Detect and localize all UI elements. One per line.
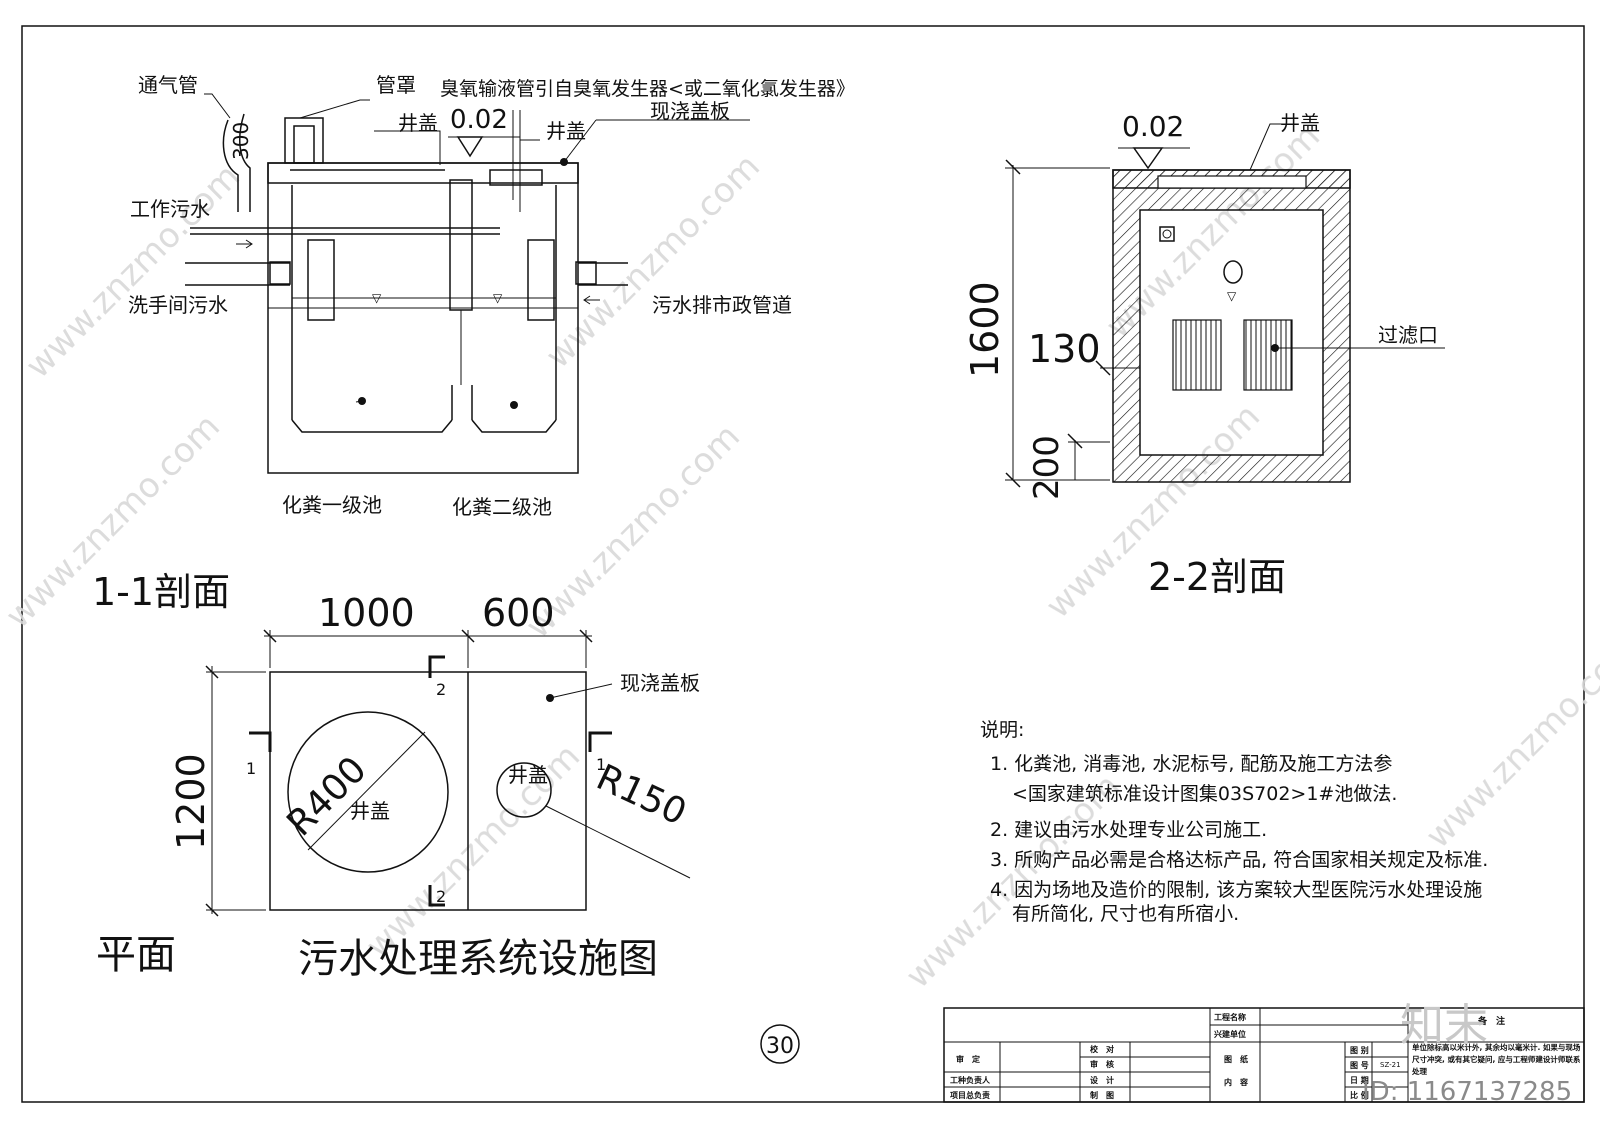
section2-dim-130: 130 [1028,327,1101,371]
label-well-cover-2: 井盖 [546,119,586,143]
plan-cast-cover: 现浇盖板 [620,671,700,695]
tb-client: 兴建单位 [1214,1029,1246,1039]
watermark-site: www.znzmo.com [538,146,768,376]
notes-heading: 说明: [980,719,1024,741]
label-well-cover-1: 井盖 [398,111,438,135]
label-pipe-cover: 管罩 [376,73,416,97]
plan-well-cover-big: 井盖 [350,799,390,823]
watermark-site: www.znzmo.com [358,736,588,966]
section-2-2-title: 2-2剖面 [1148,555,1286,599]
tb-scale: 比 例 [1350,1090,1369,1100]
notes-block: 说明: 1. 化粪池, 消毒池, 水泥标号, 配筋及施工方法参 <国家建筑标准设… [980,719,1488,925]
tb-sheet-num: 图 号 [1350,1061,1369,1070]
brand-id: ID: 1167137285 [1362,1077,1572,1107]
section2-well-cover: 井盖 [1280,111,1320,135]
section2-filter: 过滤口 [1378,323,1438,347]
section2-dim-200: 200 [1027,435,1067,500]
tb-draw: 制 图 [1090,1090,1114,1100]
note-line: 1. 化粪池, 消毒池, 水泥标号, 配筋及施工方法参 [990,753,1392,775]
tb-remarks-head: 备 注 [1477,1015,1505,1027]
label-tank-2: 化粪二级池 [452,495,552,519]
label-ozone-pipe: 臭氧输液管引自臭氧发生器<或二氧化氯发生器》 [440,78,855,100]
label-tank-1: 化粪一级池 [282,493,382,517]
section1-elevation: 0.02 [450,105,508,135]
plan-dim-1200: 1200 [169,753,213,850]
section2-elevation: 0.02 [1122,110,1184,143]
tb-design: 设 计 [1090,1075,1114,1085]
plan-well-cover-small: 井盖 [508,763,548,787]
plan-dim-1000: 1000 [318,591,415,635]
tb-trade-lead: 工种负责人 [950,1075,991,1085]
tb-check: 校 对 [1090,1044,1114,1054]
note-line: 2. 建议由污水处理专业公司施工. [990,819,1267,841]
label-washroom-sewage: 洗手间污水 [128,293,228,317]
label-work-sewage: 工作污水 [130,197,210,221]
section1-dim-300: 300 [229,122,253,160]
label-vent-pipe: 通气管 [138,73,198,97]
tb-project-lead: 项目总负责 [950,1090,990,1100]
section-1-1-title: 1-1剖面 [92,570,230,614]
watermark-site: www.znzmo.com [18,156,248,386]
plan-cut-2-top: 2 [436,680,446,699]
tb-drawing-content-2: 内 容 [1224,1077,1248,1087]
section-1-1: ▽ ▽ 0.02 300 [92,73,855,614]
plan-cut-1-left: 1 [246,759,256,778]
tb-drawing-content-1: 图 纸 [1224,1054,1248,1064]
tb-project-name: 工程名称 [1214,1012,1246,1022]
tb-review: 审 核 [1090,1059,1114,1069]
page-number: 30 [766,1034,794,1059]
svg-text:▽: ▽ [372,291,382,305]
plan-dim-600: 600 [482,591,555,635]
tb-approve: 审 定 [956,1054,980,1064]
title-block: 工程名称 兴建单位 审 定 工种负责人 项目总负责 校 对 审 核 设 计 制 … [943,1007,1585,1103]
note-line: 4. 因为场地及造价的限制, 该方案较大型医院污水处理设施 [990,879,1482,901]
note-line: 3. 所购产品必需是合格达标产品, 符合国家相关规定及标准. [990,849,1488,871]
svg-text:▽: ▽ [493,291,503,305]
plan-cut-2-bottom: 2 [436,887,446,906]
tb-remark-wrap: 单位除标高以米计外, 其余均以毫米计. 如果与现场尺寸冲突, 或有其它疑问, 应… [1412,1043,1581,1076]
note-line: <国家建筑标准设计图集03S702>1#池做法. [1012,783,1397,805]
plan-cut-1-right: 1 [596,755,606,774]
sheet-border [21,25,1585,1103]
note-line: 有所简化, 尺寸也有所宿小. [1012,903,1239,925]
drawing-title: 污水处理系统设施图 [298,936,658,982]
section2-dim-1600: 1600 [963,281,1007,378]
tb-remark-text: 单位除标高以米计外, 其余均以毫米计. 如果与现场尺寸冲突, 或有其它疑问, 应… [1412,1043,1581,1076]
plan-title: 平面 [96,932,176,978]
label-discharge: 污水排市政管道 [652,293,792,317]
watermark-site: www.znzmo.com [1418,626,1600,856]
tb-sheet-no: 图 别 [1350,1046,1369,1055]
label-cast-cover: 现浇盖板 [650,99,730,123]
tb-sheet-code: SZ-21 [1380,1061,1401,1069]
page-number-circle [760,1024,800,1064]
section-2-2: ▽ 0.02 井盖 过滤口 1600 200 130 2-2剖面 [963,110,1445,599]
brand-logo: 知末 [1400,1000,1488,1051]
svg-text:▽: ▽ [1227,289,1237,303]
tb-date: 日 期 [1350,1075,1369,1085]
